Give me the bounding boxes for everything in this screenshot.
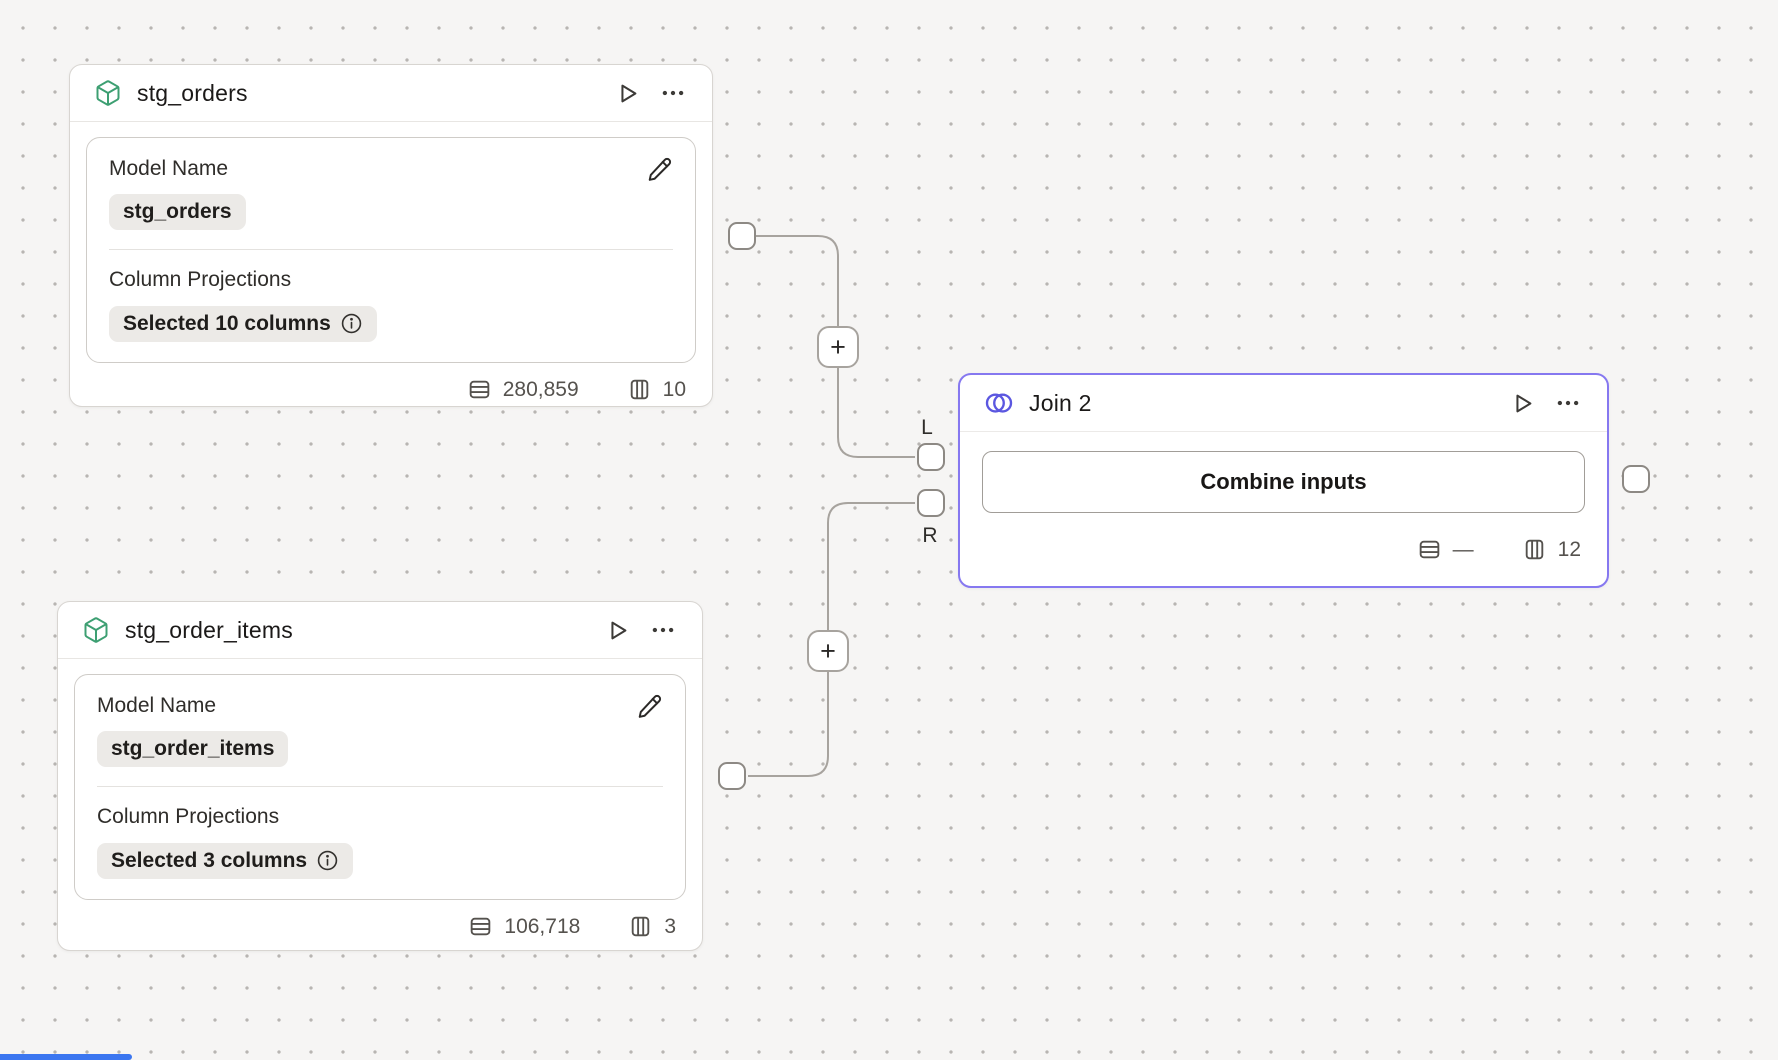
model-name-value-badge: stg_orders [109,194,246,231]
node-header: Join 2 [960,375,1607,432]
play-icon [604,617,631,644]
rows-icon [468,914,493,939]
node-stg-orders[interactable]: stg_orders Model Name [69,64,713,407]
combine-inputs-button[interactable]: Combine inputs [982,451,1585,513]
model-name-label: Model Name [97,694,217,717]
column-projections-badge: Selected 3 columns [97,842,354,879]
horizontal-scrollbar[interactable] [0,1054,132,1060]
node-more-menu-button[interactable] [658,78,688,108]
node-stats-footer: 280,859 10 [70,363,712,417]
rows-icon [1417,537,1442,562]
rows-icon [467,377,492,402]
play-icon [614,80,641,107]
column-projections-value: Selected 10 columns [123,311,331,335]
port-join-output[interactable] [1622,465,1650,493]
add-step-on-edge-button-top[interactable]: + [817,326,859,368]
column-count-stat: 10 [627,377,686,402]
node-title: stg_order_items [125,616,293,643]
plus-icon: + [830,331,846,362]
column-count-stat: 3 [628,914,676,939]
join-left-input-label: L [921,416,933,439]
run-node-button[interactable] [1507,388,1538,419]
node-title: Join 2 [1029,389,1092,416]
row-count-stat: 106,718 [468,914,580,939]
node-config-card: Model Name stg_order_items Column Projec… [74,674,686,900]
info-icon [316,849,339,872]
ellipsis-icon [650,617,676,643]
run-node-button[interactable] [602,615,633,646]
divider [97,786,663,788]
column-projections-info-button[interactable] [316,849,339,872]
model-name-value: stg_order_items [111,737,275,761]
row-count-value: 106,718 [504,914,581,938]
node-more-menu-button[interactable] [648,615,678,645]
node-title: stg_orders [137,79,248,106]
node-header: stg_orders [70,65,712,122]
port-join-left-input[interactable] [917,443,945,471]
row-count-stat: 280,859 [467,377,579,402]
column-projections-value: Selected 3 columns [111,848,308,872]
divider [109,249,673,251]
model-name-value-badge: stg_order_items [97,731,289,768]
port-join-right-input[interactable] [917,489,945,517]
model-cube-icon [94,79,122,107]
ellipsis-icon [660,80,686,106]
run-node-button[interactable] [612,78,643,109]
node-join-2[interactable]: Join 2 Combine inputs [958,373,1609,588]
column-count-value: 12 [1557,537,1581,561]
plus-icon: + [820,635,836,666]
model-cube-icon [82,616,110,644]
row-count-value: — [1452,537,1474,561]
edit-model-name-button[interactable] [637,693,663,719]
join-venn-icon [984,388,1014,418]
columns-icon [628,914,653,939]
model-name-value: stg_orders [123,200,232,224]
node-more-menu-button[interactable] [1553,388,1583,418]
join-body: Combine inputs [960,432,1607,513]
pencil-icon [637,693,663,719]
pencil-icon [647,156,673,182]
row-count-stat: — [1417,537,1474,562]
columns-icon [1522,537,1547,562]
combine-inputs-label: Combine inputs [1200,469,1367,494]
columns-icon [627,377,652,402]
column-projections-badge: Selected 10 columns [109,305,377,342]
port-stg-orders-output[interactable] [728,222,756,250]
column-count-value: 10 [662,377,686,401]
join-right-input-label: R [922,524,938,547]
ellipsis-icon [1555,390,1581,416]
column-projections-info-button[interactable] [340,312,363,335]
node-stats-footer: 106,718 3 [58,900,702,954]
node-stg-order-items[interactable]: stg_order_items Model Name [57,601,703,951]
column-count-value: 3 [664,914,676,938]
node-config-card: Model Name stg_orders Column Projections… [86,137,696,363]
info-icon [340,312,363,335]
column-projections-label: Column Projections [97,805,280,829]
node-stats-footer: — 12 [960,513,1607,586]
add-step-on-edge-button-bottom[interactable]: + [807,630,849,672]
model-name-label: Model Name [109,157,229,180]
edit-model-name-button[interactable] [647,156,673,182]
column-count-stat: 12 [1522,537,1581,562]
port-stg-order-items-output[interactable] [718,762,746,790]
row-count-value: 280,859 [502,377,579,401]
play-icon [1509,390,1536,417]
column-projections-label: Column Projections [109,268,292,292]
node-header: stg_order_items [58,602,702,659]
